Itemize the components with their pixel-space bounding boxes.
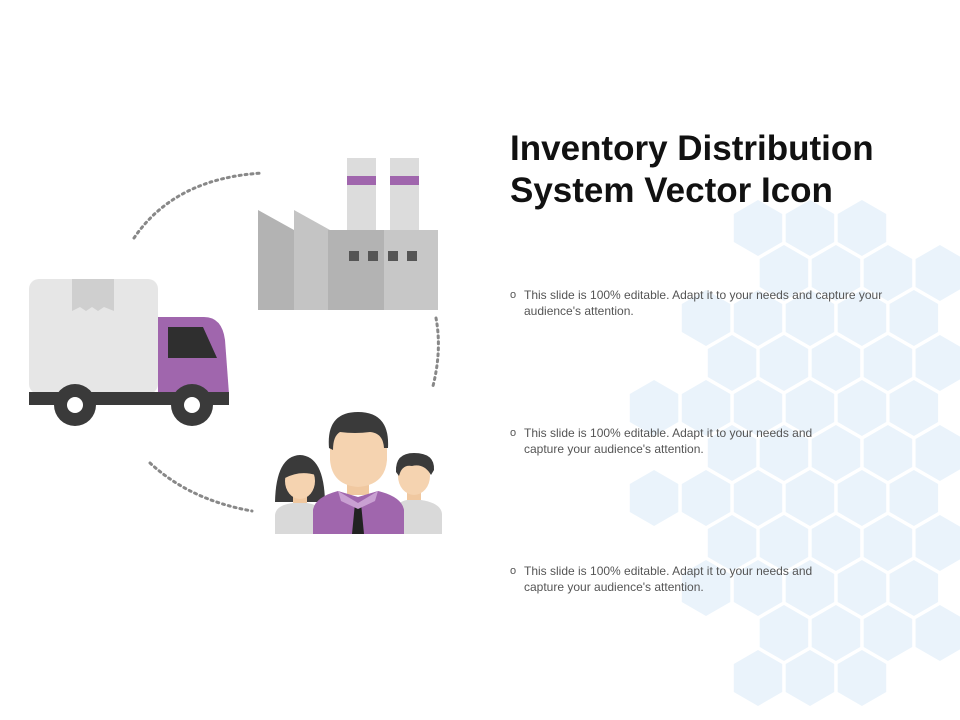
background-hexagon [837,560,887,616]
background-hexagon [707,335,757,391]
background-hexagon [733,470,783,526]
background-hexagon [837,290,887,346]
dotted-arc-top [132,171,265,240]
background-hexagon [811,605,861,661]
background-hexagon [863,425,913,481]
background-hexagon [889,470,939,526]
bullet-item: o This slide is 100% editable. Adapt it … [510,425,850,457]
background-hexagon [733,650,783,706]
bullet-marker: o [510,427,517,439]
background-hexagon [863,335,913,391]
background-hexagon [759,515,809,571]
background-hexagon [681,560,731,616]
background-hexagon [785,290,835,346]
truck-icon [29,279,229,426]
bullet-text: This slide is 100% editable. Adapt it to… [524,426,813,456]
background-hexagon [785,200,835,256]
bullet-text: This slide is 100% editable. Adapt it to… [524,564,813,594]
background-hexagon [837,380,887,436]
background-hexagon [837,200,887,256]
background-hexagon [629,470,679,526]
background-hexagon [811,515,861,571]
bullet-text: This slide is 100% editable. Adapt it to… [524,288,883,318]
bullet-marker: o [510,565,517,577]
bullet-marker: o [510,289,517,301]
background-hexagon [681,470,731,526]
background-hexagon [863,515,913,571]
background-hexagon [759,425,809,481]
people-icon [275,412,442,534]
background-hexagon [681,380,731,436]
background-hexagon [863,245,913,301]
background-hexagon [811,425,861,481]
background-hexagon [863,605,913,661]
background-hexagon [707,515,757,571]
background-hexagon [785,560,835,616]
background-hexagon [681,290,731,346]
background-hexagon [889,290,939,346]
background-hexagon [759,335,809,391]
background-hexagon [915,335,960,391]
background-hexagon [889,380,939,436]
background-hexagon [759,605,809,661]
dotted-arc-right [431,316,440,388]
background-hexagon [837,650,887,706]
bullet-item: o This slide is 100% editable. Adapt it … [510,287,895,319]
background-hexagon [837,470,887,526]
background-hexagon [811,245,861,301]
factory-icon [258,158,438,310]
background-hexagon [811,335,861,391]
background-hexagon [915,245,960,301]
background-hexagon [785,470,835,526]
background-hexagon [733,200,783,256]
dotted-arc-bottom [148,461,254,513]
background-hexagon [707,425,757,481]
bullet-item: o This slide is 100% editable. Adapt it … [510,563,850,595]
background-hexagon [759,245,809,301]
background-hexagon [785,650,835,706]
background-hexagon [733,290,783,346]
background-hexagon [629,380,679,436]
background-hexagon [733,560,783,616]
background-hexagon [915,515,960,571]
background-hexagon [889,560,939,616]
background-hexagon [915,605,960,661]
background-hexagon [785,380,835,436]
background-hexagon [733,380,783,436]
slide-title: Inventory Distribution System Vector Ico… [510,129,874,210]
background-hexagon [915,425,960,481]
